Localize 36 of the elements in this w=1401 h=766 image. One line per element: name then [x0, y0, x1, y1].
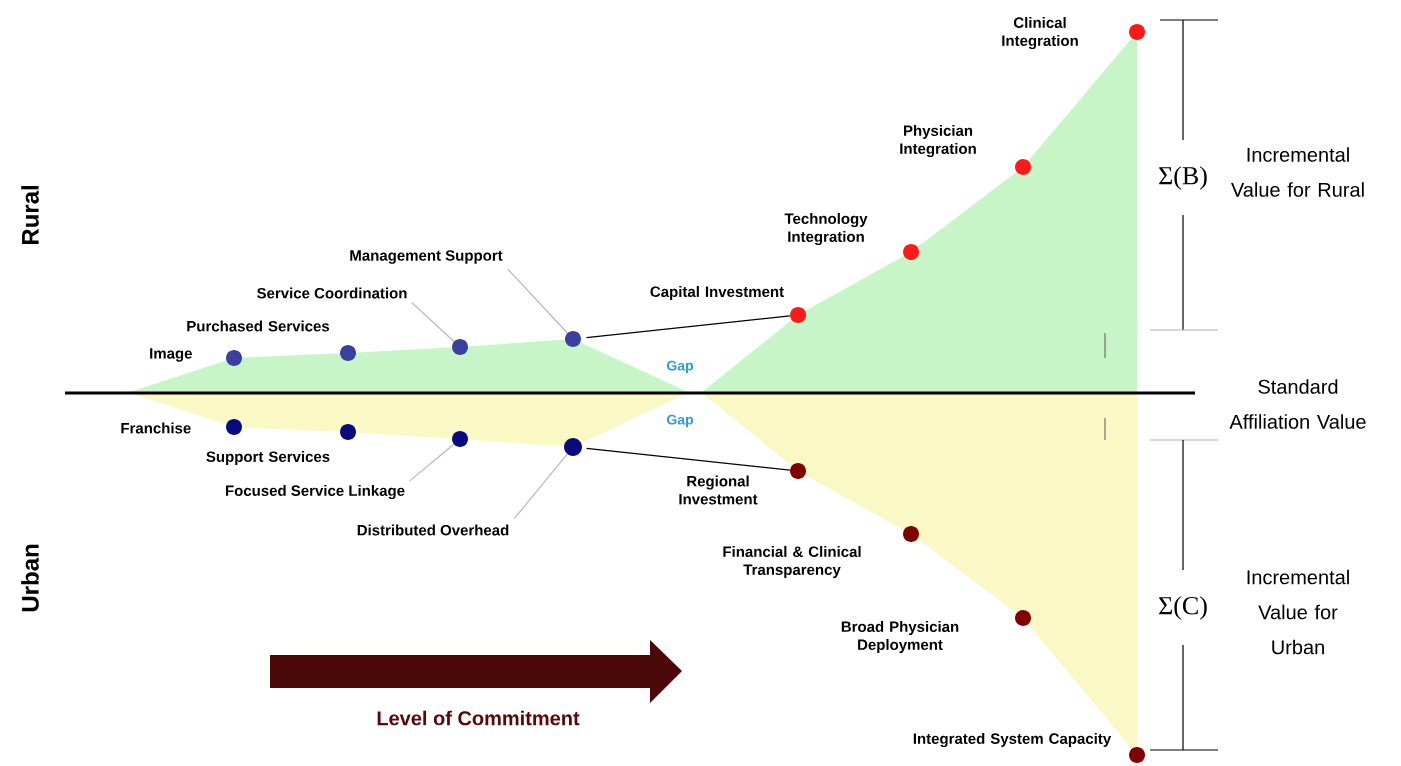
dot-label: Image [150, 348, 192, 362]
dot-label: Technology Integration [784, 213, 868, 246]
dot-label: Physician Integration [900, 125, 976, 158]
value-label: Incremental Value for Rural [1231, 147, 1364, 197]
leader-line [411, 301, 455, 343]
dot [452, 339, 468, 355]
dot-label: Broad Physician Deployment [841, 621, 959, 653]
dot-label: Franchise [121, 422, 191, 434]
dot-label: Focused Service Linkage [226, 484, 405, 500]
value-label: Standard Affiliation Value [1229, 379, 1366, 429]
dot-label: Clinical Integration [1002, 17, 1078, 50]
dot-label: Regional Investment [679, 475, 758, 505]
dot [565, 331, 581, 347]
leader-line [513, 453, 568, 520]
dot-label: Support Services [206, 451, 330, 465]
dot-label: Distributed Overhead [357, 524, 509, 536]
dot-label: Management Support [350, 250, 503, 264]
dot-label: Financial & Clinical Transparency [723, 546, 861, 578]
connector-line [585, 315, 791, 339]
dot-label: Purchased Services [187, 320, 330, 332]
connector-line [585, 447, 791, 471]
dot-label: Capital Investment [650, 286, 784, 300]
dot [452, 431, 468, 447]
leader-line [507, 268, 568, 334]
side-label: Urban [21, 544, 39, 612]
sum-label: Σ(B) [1159, 166, 1207, 190]
dot [564, 438, 582, 456]
dot-label: Integrated System Capacity [913, 732, 1112, 747]
gap-label: Gap [666, 414, 694, 428]
axis-label: Level of Commitment [377, 710, 580, 726]
side-label: Rural [21, 186, 39, 245]
sum-label: Σ(C) [1159, 596, 1207, 620]
leader-line [408, 443, 455, 482]
gap-label: Gap [666, 360, 694, 374]
dot-label: Service Coordination [257, 287, 407, 299]
value-label: Incremental Value for Urban [1247, 569, 1349, 655]
